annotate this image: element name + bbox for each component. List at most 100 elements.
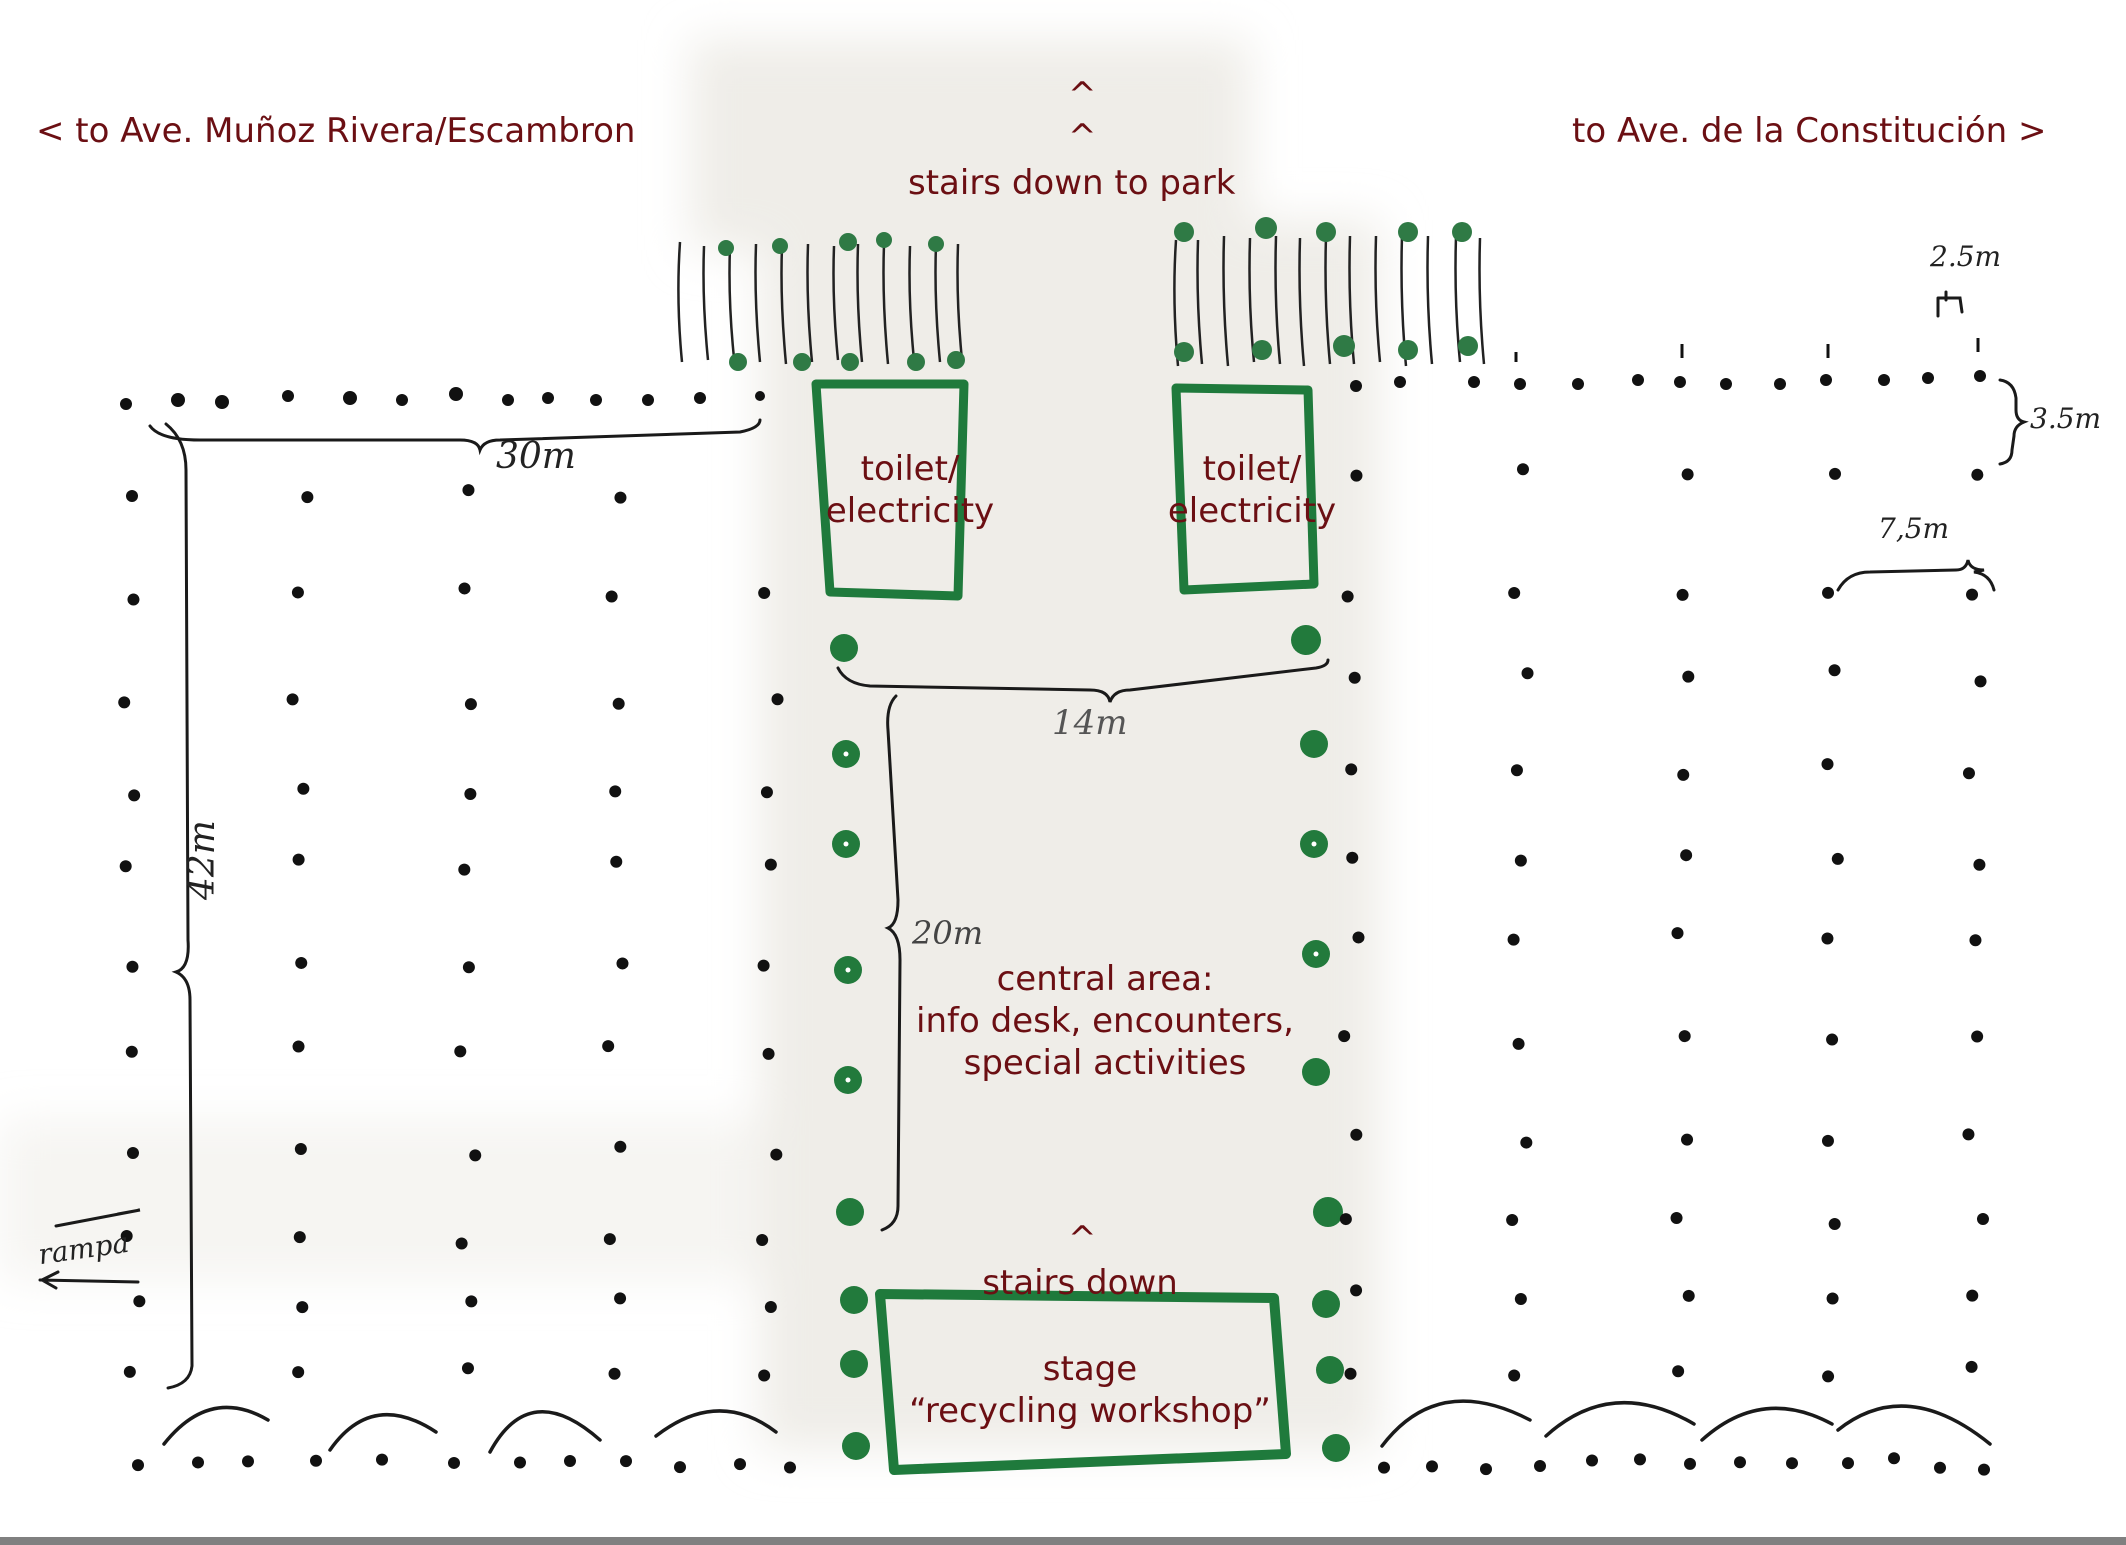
stall-post-dot [127, 593, 140, 606]
stall-post-dot [1508, 1369, 1521, 1382]
stall-post-dot [756, 1234, 769, 1247]
stall-post-dot [1350, 1128, 1363, 1141]
stall-post-dot [120, 1229, 133, 1242]
stall-post-dot [1734, 1456, 1746, 1469]
toilet-box-left [811, 379, 969, 601]
stall-post-dot [1672, 1365, 1685, 1378]
stall-post-dot [126, 960, 139, 973]
stall-post-dot [1514, 854, 1527, 867]
measure-20m: 20m [912, 914, 984, 952]
stall-post-dot [762, 1047, 775, 1060]
stall-post-dot [292, 1040, 305, 1053]
stall-post-dot [1973, 858, 1986, 871]
stall-post-dot [1338, 1030, 1351, 1043]
stall-post-dot [605, 590, 618, 603]
central-area-line-3: special activities [963, 1043, 1247, 1083]
stall-post-dot [1670, 1212, 1683, 1225]
stall-post-dot [464, 698, 477, 711]
bottom-arches [162, 1399, 1992, 1454]
stall-post-dot [1508, 586, 1521, 599]
toilet-left-label-2: electricity [825, 491, 995, 531]
central-area-line-2: info desk, encounters, [916, 1001, 1294, 1041]
stall-post-dot [1480, 1463, 1492, 1476]
stall-post-dot [1348, 671, 1361, 684]
stall-post-dot [1842, 1457, 1854, 1470]
measure-lines [38, 290, 2029, 1390]
stall-post-dot [1341, 590, 1354, 603]
stall-post-dot [1510, 764, 1523, 777]
bottom-edge [0, 1537, 2126, 1545]
stall-post-dot [1965, 1360, 1978, 1373]
stall-post-dot [1971, 1030, 1984, 1043]
stall-post-dot [757, 959, 770, 972]
stall-post-dot [1516, 463, 1529, 476]
stall-post-dot [125, 1045, 138, 1058]
stall-post-dot [564, 1455, 576, 1468]
stall-post-dot [770, 1148, 783, 1161]
stall-post-dot [1682, 670, 1695, 683]
stall-post-dot [1339, 1213, 1352, 1226]
stall-post-dot [454, 1045, 467, 1058]
stall-post-dot [455, 1237, 468, 1250]
stall-post-dot [292, 853, 305, 866]
stall-post-dot [1821, 932, 1834, 945]
stage-subtitle: “recycling workshop” [909, 1391, 1271, 1431]
stall-post-dot [469, 1149, 482, 1162]
stall-post-dot [1350, 469, 1363, 482]
stall-post-dot [616, 957, 629, 970]
stall-post-dot [462, 484, 475, 497]
left-stall-grid [120, 387, 765, 410]
stall-post-dot [119, 860, 132, 873]
stall-post-dot [1680, 849, 1693, 862]
direction-right: to Ave. de la Constitución > [1572, 111, 2047, 151]
up-arrow-icon: ^ [1068, 75, 1097, 115]
measure-42m: 42m [182, 820, 223, 900]
stall-post-dot [1971, 468, 1984, 481]
stall-post-dot [296, 1301, 309, 1314]
stall-post-dot [1962, 767, 1975, 780]
stall-post-dot [1677, 768, 1690, 781]
stall-post-dot [612, 697, 625, 710]
stall-post-dot [132, 1459, 144, 1472]
stall-post-dot [1520, 1136, 1533, 1149]
stall-post-dot [608, 1367, 621, 1380]
stall-post-dot [610, 855, 623, 868]
stall-post-dot [1512, 1037, 1525, 1050]
stall-post-dot [1586, 1454, 1598, 1467]
stall-post-dot [192, 1456, 204, 1469]
stall-post-dot [286, 693, 299, 706]
stall-post-dot [1634, 1453, 1646, 1466]
right-block-dots [1338, 463, 1989, 1383]
stall-post-dot [1671, 927, 1684, 940]
measure-30m: 30m [496, 436, 576, 477]
stall-post-dot [1822, 586, 1835, 599]
stall-post-dot [292, 1366, 305, 1379]
stall-post-dot [1682, 1289, 1695, 1302]
stall-post-dot [1378, 1461, 1390, 1474]
left-block-dots [118, 484, 784, 1382]
up-arrow-icon-3: ^ [1068, 1219, 1097, 1259]
measure-2-5m: 2.5m [1930, 240, 2002, 273]
stairs-fence-left [677, 241, 964, 365]
stall-post-dot [1506, 1214, 1519, 1227]
stall-post-dot [1828, 664, 1841, 677]
stall-post-dot [764, 858, 777, 871]
stall-post-dot [1507, 933, 1520, 946]
stall-post-dot [764, 1300, 777, 1313]
central-area-title: central area: [996, 959, 1214, 999]
stall-post-dot [1962, 1128, 1975, 1141]
stall-post-dot [458, 582, 471, 595]
stall-post-dot [1934, 1461, 1946, 1474]
stall-post-dot [126, 1146, 139, 1159]
stall-post-dot [1976, 1213, 1989, 1226]
stall-post-dot [1345, 763, 1358, 776]
stall-post-dot [1684, 1457, 1696, 1470]
stairs-down-label: stairs down [982, 1263, 1178, 1303]
stall-post-dot [1969, 934, 1982, 947]
stall-post-dot [128, 789, 141, 802]
stall-post-dot [614, 491, 627, 504]
stall-post-dot [603, 1233, 616, 1246]
measure-7-5m: 7,5m [1878, 512, 1950, 545]
